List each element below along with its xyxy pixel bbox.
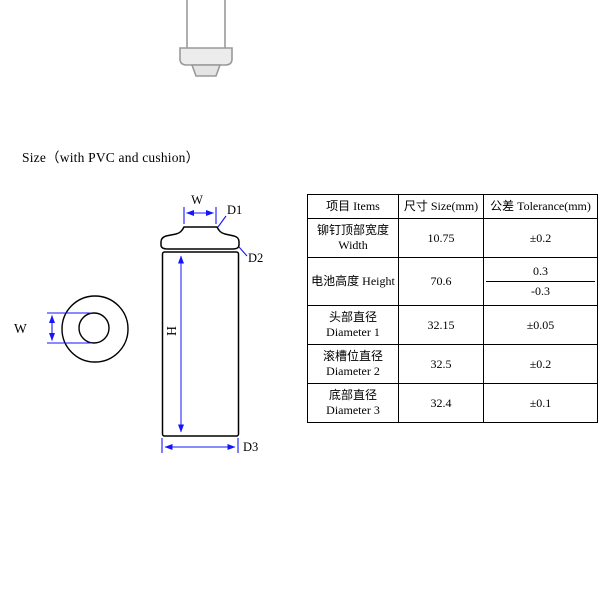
size-cell: 32.15 (398, 305, 484, 345)
tolerance-cell: ±0.2 (483, 344, 598, 384)
size-cell: 70.6 (398, 257, 484, 306)
item-name-en: Width (338, 238, 368, 252)
column-header-tolerance: 公差 Tolerance(mm) (483, 194, 598, 219)
d1-label: D1 (227, 203, 242, 217)
cropped-battery-fragment (179, 0, 233, 77)
battery-cap-outline (160, 226, 240, 250)
item-name-en: Diameter 1 (326, 325, 380, 339)
tolerance-cell-split: 0.3 -0.3 (483, 257, 598, 306)
table-row-width: 铆钉顶部宽度 Width 10.75 ±0.2 (307, 218, 598, 258)
table-header-row: 项目 Items 尺寸 Size(mm) 公差 Tolerance(mm) (307, 194, 598, 219)
item-cell: 头部直径 Diameter 1 (307, 305, 399, 345)
item-name-cn: 电池高度 Height (311, 274, 395, 288)
d2-leader-line (238, 246, 248, 257)
column-header-items: 项目 Items (307, 194, 399, 219)
outer-circle (61, 295, 129, 363)
tolerance-upper: 0.3 (486, 262, 595, 282)
d2-label: D2 (248, 251, 263, 265)
dimension-d3 (161, 438, 239, 453)
item-cell: 铆钉顶部宽度 Width (307, 218, 399, 258)
size-cell: 10.75 (398, 218, 484, 258)
item-name-cn: 底部直径 (328, 388, 377, 402)
w-front-label: W (191, 193, 203, 207)
table-row-diameter-2: 滚槽位直径 Diameter 2 32.5 ±0.2 (307, 344, 598, 384)
d3-label: D3 (243, 440, 258, 454)
h-label: H (164, 326, 179, 336)
item-cell: 滚槽位直径 Diameter 2 (307, 344, 399, 384)
tolerance-cell: ±0.05 (483, 305, 598, 345)
battery-body-outline (161, 251, 240, 437)
table-row-diameter-1: 头部直径 Diameter 1 32.15 ±0.05 (307, 305, 598, 345)
column-header-size: 尺寸 Size(mm) (398, 194, 484, 219)
battery-top-view (61, 295, 129, 363)
d1-leader-line (217, 215, 227, 228)
size-cell: 32.4 (398, 383, 484, 423)
table-row-height: 电池高度 Height 70.6 0.3 -0.3 (307, 257, 598, 306)
item-name-en: Diameter 2 (326, 364, 380, 378)
item-cell: 电池高度 Height (307, 257, 399, 306)
battery-drawing: W D1 D2 H D3 W (14, 0, 263, 454)
tolerance-cell: ±0.1 (483, 383, 598, 423)
w-top-view-label: W (14, 321, 27, 336)
tolerance-cell: ±0.2 (483, 218, 598, 258)
tolerance-lower: -0.3 (531, 284, 550, 298)
inner-circle (78, 312, 110, 344)
item-cell: 底部直径 Diameter 3 (307, 383, 399, 423)
item-name-cn: 铆钉顶部宽度 (316, 223, 389, 237)
dimension-w-front (183, 207, 217, 224)
item-name-cn: 滚槽位直径 (322, 349, 383, 363)
item-name-cn: 头部直径 (328, 310, 377, 324)
table-row-diameter-3: 底部直径 Diameter 3 32.4 ±0.1 (307, 383, 598, 423)
page-title: Size（with PVC and cushion） (22, 150, 200, 165)
spec-table: 项目 Items 尺寸 Size(mm) 公差 Tolerance(mm) 铆钉… (307, 194, 598, 423)
spec-table-container: 项目 Items 尺寸 Size(mm) 公差 Tolerance(mm) 铆钉… (307, 194, 598, 423)
dimension-w-top-view (47, 312, 92, 344)
item-name-en: Diameter 3 (326, 403, 380, 417)
size-cell: 32.5 (398, 344, 484, 384)
